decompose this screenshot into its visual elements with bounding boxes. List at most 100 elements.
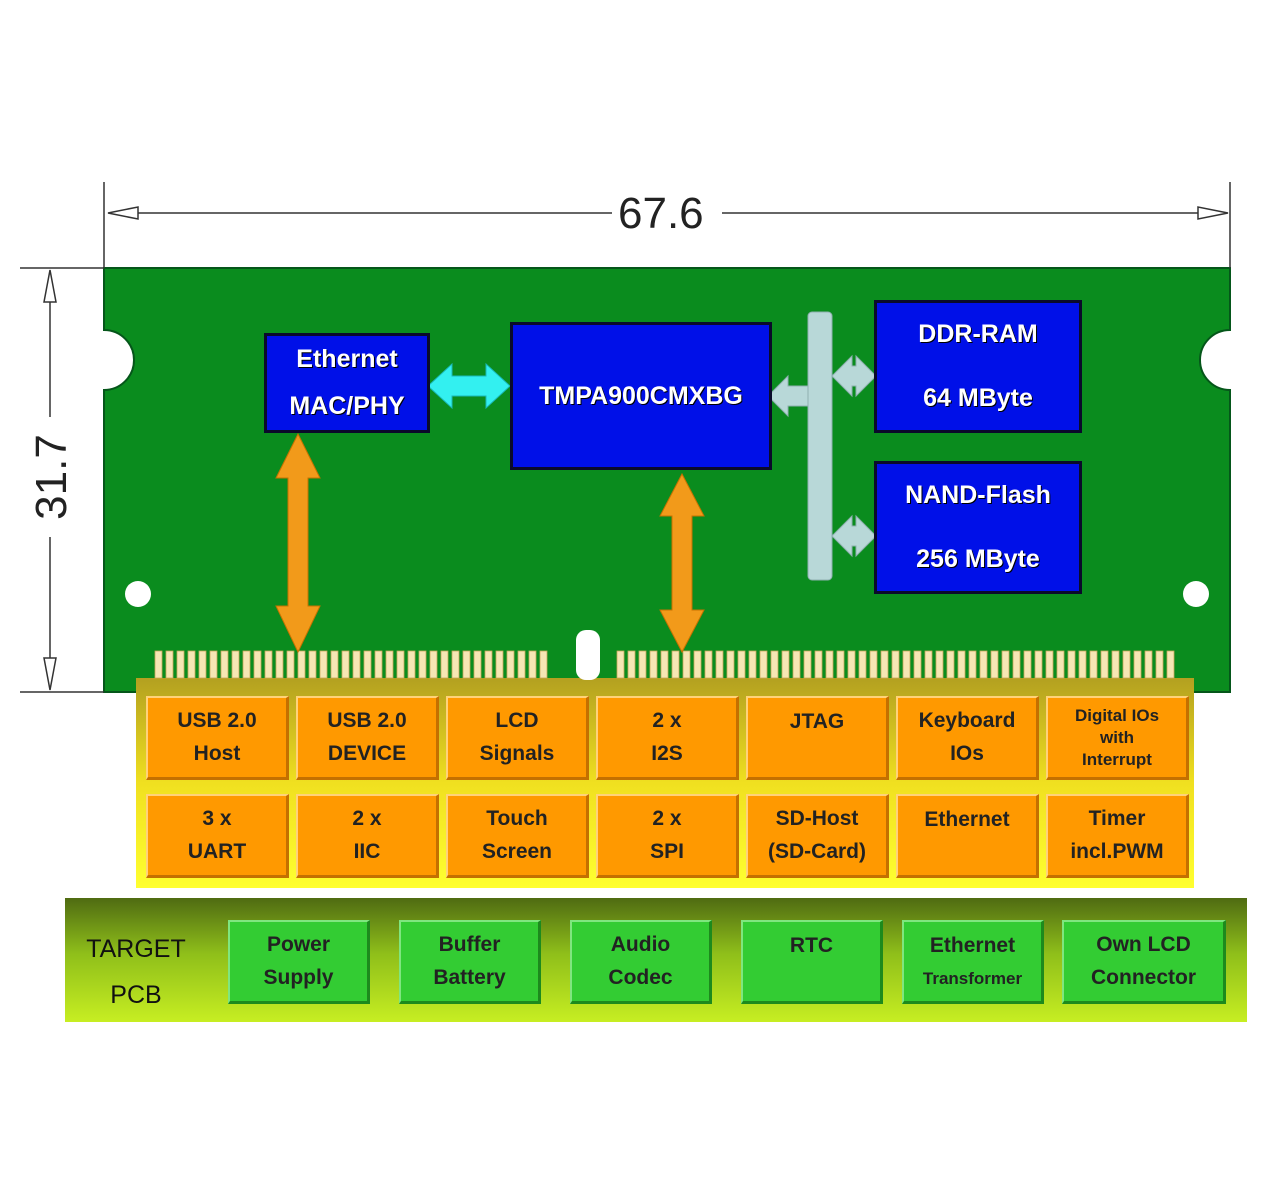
interface-line2: IOs xyxy=(950,742,984,766)
connector-pin xyxy=(682,650,691,679)
dimension-width: 67.6 xyxy=(614,192,708,236)
interface-ethernet: Ethernet xyxy=(896,794,1039,878)
connector-pin xyxy=(715,650,724,679)
orange-arrow-ethernet xyxy=(275,432,321,654)
connector-pin xyxy=(671,650,680,679)
connector-pin xyxy=(517,650,526,679)
connector-pin xyxy=(374,650,383,679)
interface-line1: Ethernet xyxy=(924,808,1010,831)
interface-line1: USB 2.0 xyxy=(327,708,407,732)
connector-pin xyxy=(836,650,845,679)
bus-arrows xyxy=(767,354,877,558)
connector-pin xyxy=(957,650,966,679)
connector-pin xyxy=(737,650,746,679)
interface-line1: Digital IOs xyxy=(1074,705,1160,725)
target-item-line2: Connector xyxy=(1091,966,1196,990)
connector-pin xyxy=(913,650,922,679)
interface-line2: with xyxy=(1100,727,1134,747)
target-item-rtc: RTC xyxy=(741,920,883,1004)
connector-pin xyxy=(1078,650,1087,679)
connector-pin xyxy=(429,650,438,679)
connector-pin xyxy=(473,650,482,679)
connector-pin xyxy=(935,650,944,679)
connector-pin xyxy=(165,650,174,679)
connector-pin xyxy=(649,650,658,679)
connector-pin xyxy=(242,650,251,679)
target-item-power-supply: Power Supply xyxy=(228,920,370,1004)
interface-line1: USB 2.0 xyxy=(177,708,257,732)
interface-lcd: LCD Signals xyxy=(446,696,589,780)
connector-pin xyxy=(330,650,339,679)
connector-pin xyxy=(187,650,196,679)
connector-pin xyxy=(297,650,306,679)
interface-line1: Keyboard xyxy=(918,708,1016,732)
connector-pin xyxy=(506,650,515,679)
connector-pin xyxy=(308,650,317,679)
connector-pin xyxy=(1166,650,1175,679)
connector-pin xyxy=(814,650,823,679)
connector-pin xyxy=(363,650,372,679)
connector-pin xyxy=(1155,650,1164,679)
connector-pin xyxy=(352,650,361,679)
connector-pin xyxy=(968,650,977,679)
connector-pin xyxy=(891,650,900,679)
connector-pin xyxy=(462,650,471,679)
connector-key xyxy=(576,630,600,680)
interface-line1: 2 x xyxy=(352,806,382,830)
target-item-ethernet-transformer: Ethernet Transformer xyxy=(902,920,1044,1004)
connector-pin xyxy=(286,650,295,679)
connector-pin xyxy=(341,650,350,679)
connector-pin xyxy=(759,650,768,679)
connector-pin xyxy=(704,650,713,679)
connector-pin xyxy=(418,650,427,679)
interface-line2: Screen xyxy=(481,840,553,864)
connector-pin xyxy=(1034,650,1043,679)
connector-pin xyxy=(451,650,460,679)
chip-cpu-label: TMPA900CMXBG xyxy=(539,381,743,410)
target-pcb-label: TARGET PCB xyxy=(74,926,198,1018)
connector-pin xyxy=(1023,650,1032,679)
connector-pin xyxy=(858,650,867,679)
chip-ethernet-line1: Ethernet xyxy=(296,345,398,373)
mounting-hole-left xyxy=(125,581,151,607)
connector-pin xyxy=(209,650,218,679)
target-item-line1: Power xyxy=(266,932,331,956)
chip-cpu: TMPA900CMXBG xyxy=(510,322,772,470)
interface-line2: Host xyxy=(193,742,241,766)
interface-usb-host: USB 2.0 Host xyxy=(146,696,289,780)
connector-pin xyxy=(319,650,328,679)
target-item-line2: Codec xyxy=(608,966,673,990)
connector-pin xyxy=(638,650,647,679)
target-item-line1: Buffer xyxy=(438,932,501,956)
target-item-line2: Battery xyxy=(433,966,506,990)
chip-nand-line2: 256 MByte xyxy=(916,544,1040,573)
connector-pin xyxy=(693,650,702,679)
interface-line1: Timer xyxy=(1088,806,1146,830)
connector-pin xyxy=(1089,650,1098,679)
interface-spi: 2 x SPI xyxy=(596,794,739,878)
interface-line2: (SD-Card) xyxy=(768,840,866,864)
target-label-line2: PCB xyxy=(110,981,162,1009)
interface-line1: JTAG xyxy=(789,710,845,733)
chip-ethernet: Ethernet MAC/PHY xyxy=(264,333,430,433)
connector-pins xyxy=(154,650,1175,679)
connector-pin xyxy=(1111,650,1120,679)
connector-pin xyxy=(495,650,504,679)
connector-pin xyxy=(1056,650,1065,679)
connector-pin xyxy=(616,650,625,679)
target-item-audio-codec: Audio Codec xyxy=(570,920,712,1004)
interface-line2: DEVICE xyxy=(327,742,407,766)
interface-line2: Signals xyxy=(479,742,555,766)
chip-nand: NAND-Flash 256 MByte xyxy=(874,461,1082,594)
connector-pin xyxy=(275,650,284,679)
interface-iic: 2 x IIC xyxy=(296,794,439,878)
interface-line1: 2 x xyxy=(652,708,682,732)
connector-pin xyxy=(231,650,240,679)
connector-pin xyxy=(1133,650,1142,679)
connector-pin xyxy=(539,650,548,679)
connector-pin xyxy=(979,650,988,679)
interface-timer: Timer incl.PWM xyxy=(1046,794,1189,878)
connector-pin xyxy=(385,650,394,679)
connector-pin xyxy=(528,650,537,679)
interface-jtag: JTAG xyxy=(746,696,889,780)
